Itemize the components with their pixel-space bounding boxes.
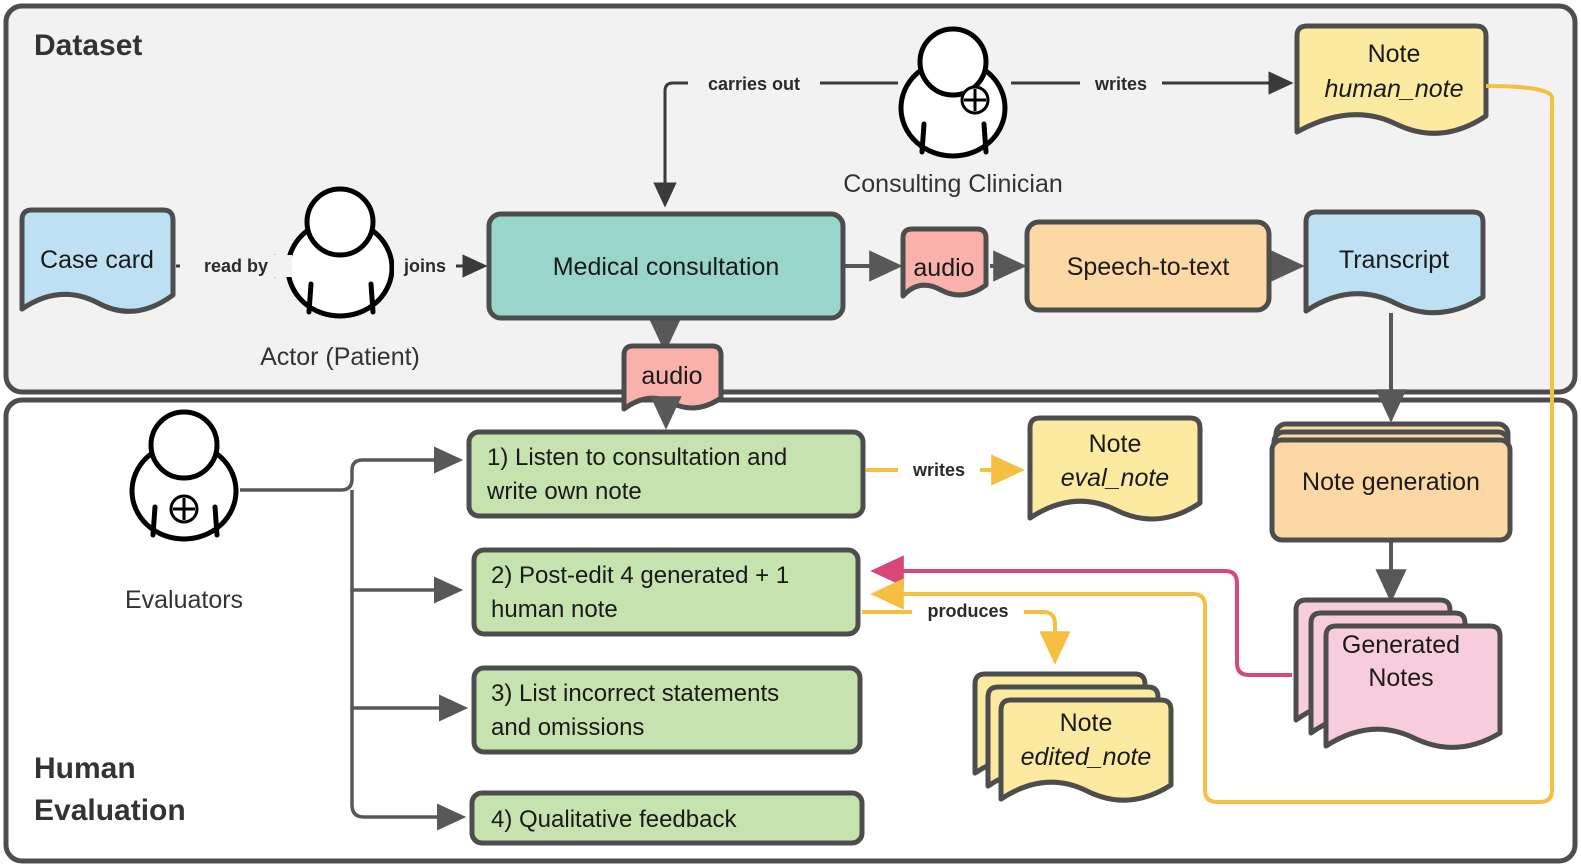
panel-evaluation-title-line1: Human [34,752,136,785]
panel-evaluation-title-line2: Evaluation [34,794,186,827]
edge-label-produces: produces [927,601,1008,621]
evaluation-edges [240,84,1554,831]
task-3-line1: 3) List incorrect statements [491,680,779,707]
node-speech-to-text[interactable]: Speech-to-text [1024,219,1272,313]
node-human-note[interactable]: Note human_note [1294,23,1489,136]
consulting-clinician-figure[interactable] [898,26,1008,159]
node-eval-note[interactable]: Note eval_note [1027,415,1203,522]
node-case-card[interactable]: Case card [19,207,176,314]
eval-note-label-line1: Note [1089,430,1142,458]
task-2-line1: 2) Post-edit 4 generated + 1 [491,562,789,589]
edge-label-read-by: read by [204,256,268,276]
node-note-generation[interactable]: Note generation [1269,421,1513,543]
edited-note-label-line2: edited_note [1021,743,1152,771]
transcript-label: Transcript [1339,246,1449,274]
task-box-1[interactable]: 1) Listen to consultation and write own … [466,429,866,519]
edge-label-joins: joins [403,256,446,276]
task-1-line2: write own note [486,478,642,505]
consulting-clinician-label: Consulting Clinician [843,170,1063,198]
medical-cross-icon [960,85,990,115]
node-transcript[interactable]: Transcript [1303,209,1486,316]
edited-note-label-line1: Note [1060,709,1113,737]
evaluators-label: Evaluators [125,586,243,614]
medical-cross-icon [169,494,199,524]
task-box-4[interactable]: 4) Qualitative feedback [469,790,865,846]
eval-note-label-line2: eval_note [1061,464,1169,492]
generated-notes-label-line1: Generated [1342,631,1460,659]
edge-label-carries-out: carries out [708,74,800,94]
case-card-label: Case card [40,246,154,274]
edge-label-writes-human: writes [1094,74,1147,94]
node-audio-down[interactable]: audio [621,343,724,412]
task-box-2[interactable]: 2) Post-edit 4 generated + 1 human note [471,547,861,637]
generated-notes-label-line2: Notes [1368,664,1433,692]
human-note-label-line1: Note [1368,40,1421,68]
human-note-label-line2: human_note [1324,75,1463,103]
node-medical-consultation[interactable]: Medical consultation [486,211,846,321]
evaluators-figure[interactable] [129,409,239,542]
node-generated-notes-stack[interactable]: Generated Notes [1293,597,1503,750]
actor-patient-label: Actor (Patient) [260,343,420,371]
edge-label-writes-eval: writes [912,460,965,480]
panel-dataset-title: Dataset [34,29,142,62]
dataset-edge-labels: read by joins carries out writes [180,73,1162,277]
medical-consultation-label: Medical consultation [553,253,780,281]
task-1-line1: 1) Listen to consultation and [487,444,787,471]
node-audio-right[interactable]: audio [900,226,989,299]
task-box-3[interactable]: 3) List incorrect statements and omissio… [471,665,863,755]
task-4-line1: 4) Qualitative feedback [491,806,737,833]
task-2-line2: human note [491,596,618,623]
actor-patient-figure[interactable] [285,186,395,319]
task-3-line2: and omissions [491,714,644,741]
note-generation-label: Note generation [1302,468,1480,496]
evaluation-edge-labels: writes produces [898,459,1024,622]
speech-to-text-label: Speech-to-text [1067,253,1230,281]
audio-down-label: audio [641,362,702,390]
node-edited-note-stack[interactable]: Note edited_note [972,671,1174,803]
audio-right-label: audio [913,254,974,282]
